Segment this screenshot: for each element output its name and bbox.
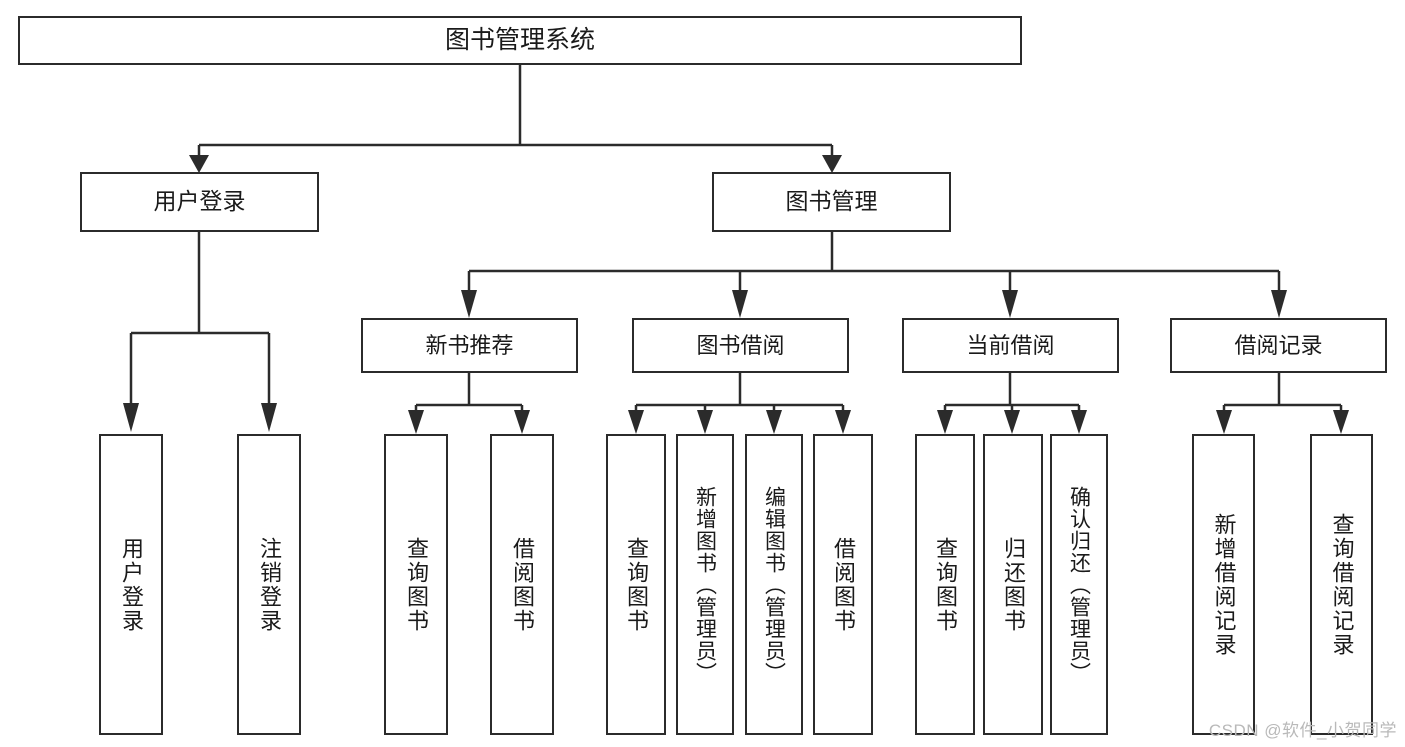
node-leaf-query-book-borrow[interactable]: 查询图书	[606, 434, 666, 735]
node-leaf-confirm-return-admin-label: 确认归还（管理员）	[1067, 485, 1091, 684]
node-leaf-query-borrow-record[interactable]: 查询借阅记录	[1310, 434, 1373, 735]
node-leaf-query-book-current-label: 查询图书	[933, 536, 958, 633]
node-root[interactable]: 图书管理系统	[18, 16, 1022, 65]
node-leaf-logout[interactable]: 注销登录	[237, 434, 301, 735]
node-leaf-add-book-admin-label: 新增图书（管理员）	[693, 485, 717, 684]
node-current-borrow-label: 当前借阅	[966, 332, 1055, 358]
node-book-management-label: 图书管理	[785, 188, 878, 215]
node-new-book-recommend-label: 新书推荐	[425, 332, 514, 358]
watermark-text: CSDN @软件_小贺同学	[1208, 721, 1397, 740]
arrow-to-current	[1002, 290, 1018, 318]
node-leaf-query-book-recommend-label: 查询图书	[404, 536, 429, 633]
node-leaf-query-book-recommend[interactable]: 查询图书	[384, 434, 448, 735]
arrow-record-l1	[1216, 410, 1232, 434]
arrow-userlogin-l1	[123, 403, 139, 432]
arrow-newbook-l2	[514, 410, 530, 434]
arrow-borrow-l2	[697, 410, 713, 434]
arrow-borrow-l4	[835, 410, 851, 434]
node-user-login-label: 用户登录	[153, 188, 246, 215]
node-book-borrow-label: 图书借阅	[696, 332, 785, 358]
arrow-borrow-l1	[628, 410, 644, 434]
node-leaf-add-borrow-record[interactable]: 新增借阅记录	[1192, 434, 1255, 735]
arrow-to-user-login	[189, 155, 209, 173]
node-leaf-edit-book-admin[interactable]: 编辑图书（管理员）	[745, 434, 803, 735]
arrow-newbook-l1	[408, 410, 424, 434]
arrow-to-newbook	[461, 290, 477, 318]
arrow-current-l1	[937, 410, 953, 434]
node-leaf-add-borrow-record-label: 新增借阅记录	[1211, 512, 1237, 657]
node-book-management[interactable]: 图书管理	[712, 172, 951, 232]
node-user-login[interactable]: 用户登录	[80, 172, 319, 232]
node-leaf-user-login-label: 用户登录	[119, 536, 144, 633]
node-leaf-borrow-book[interactable]: 借阅图书	[813, 434, 873, 735]
node-leaf-user-login[interactable]: 用户登录	[99, 434, 163, 735]
node-current-borrow[interactable]: 当前借阅	[902, 318, 1119, 373]
node-leaf-query-book-borrow-label: 查询图书	[624, 536, 649, 633]
arrow-to-book-mgmt	[822, 155, 842, 173]
node-leaf-edit-book-admin-label: 编辑图书（管理员）	[762, 485, 786, 684]
node-new-book-recommend[interactable]: 新书推荐	[361, 318, 578, 373]
arrow-userlogin-l2	[261, 403, 277, 432]
arrow-to-borrow	[732, 290, 748, 318]
arrow-record-l2	[1333, 410, 1349, 434]
node-leaf-borrow-book-recommend[interactable]: 借阅图书	[490, 434, 554, 735]
node-leaf-return-book-label: 归还图书	[1001, 536, 1026, 633]
node-borrow-record[interactable]: 借阅记录	[1170, 318, 1387, 373]
node-leaf-confirm-return-admin[interactable]: 确认归还（管理员）	[1050, 434, 1108, 735]
arrow-to-record	[1271, 290, 1287, 318]
arrow-current-l3	[1071, 410, 1087, 434]
node-leaf-query-borrow-record-label: 查询借阅记录	[1329, 512, 1355, 657]
node-leaf-borrow-book-label: 借阅图书	[831, 536, 856, 633]
node-book-borrow[interactable]: 图书借阅	[632, 318, 849, 373]
node-leaf-query-book-current[interactable]: 查询图书	[915, 434, 975, 735]
node-borrow-record-label: 借阅记录	[1234, 332, 1323, 358]
node-leaf-add-book-admin[interactable]: 新增图书（管理员）	[676, 434, 734, 735]
arrow-borrow-l3	[766, 410, 782, 434]
node-leaf-return-book[interactable]: 归还图书	[983, 434, 1043, 735]
node-leaf-logout-label: 注销登录	[257, 536, 282, 633]
node-leaf-borrow-book-recommend-label: 借阅图书	[510, 536, 535, 633]
node-root-label: 图书管理系统	[444, 25, 595, 54]
arrow-current-l2	[1004, 410, 1020, 434]
